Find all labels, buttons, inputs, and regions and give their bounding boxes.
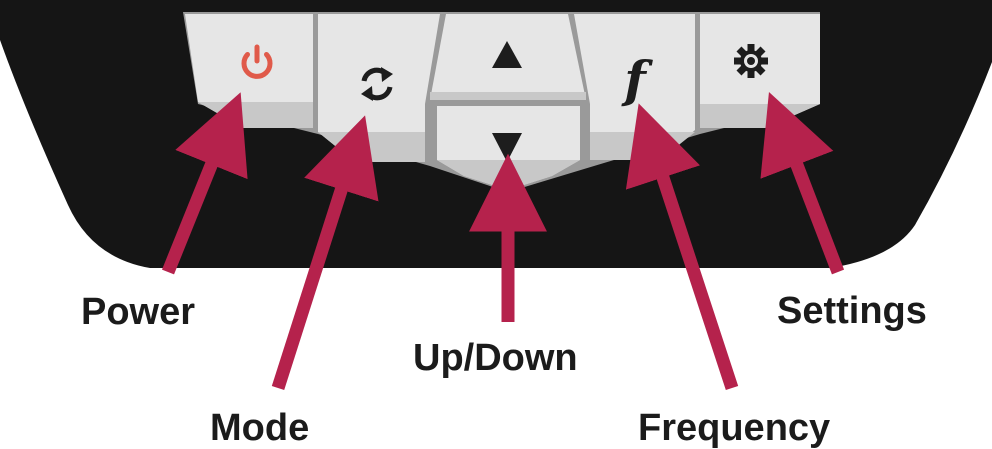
settings-label: Settings bbox=[777, 292, 927, 330]
power-label: Power bbox=[81, 293, 195, 331]
mode-key[interactable] bbox=[318, 14, 440, 162]
gear-icon bbox=[734, 44, 768, 78]
up-down-label: Up/Down bbox=[413, 339, 578, 377]
frequency-key[interactable]: f bbox=[574, 14, 695, 160]
settings-key[interactable] bbox=[700, 14, 820, 128]
frequency-label: Frequency bbox=[638, 409, 830, 447]
mode-label: Mode bbox=[210, 409, 309, 447]
up-key[interactable] bbox=[430, 14, 586, 100]
